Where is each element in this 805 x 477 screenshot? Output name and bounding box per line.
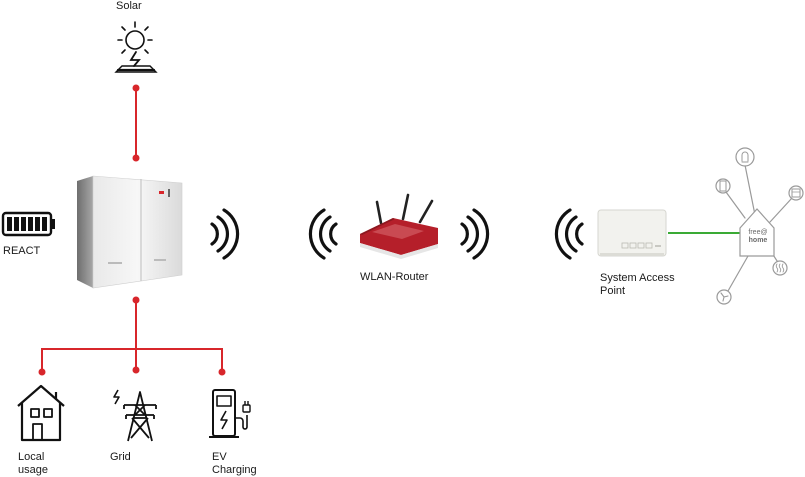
loads-bus-line xyxy=(41,348,223,372)
wifi-waves-router-right xyxy=(460,208,490,260)
power-pylon-icon xyxy=(113,389,157,442)
solar-icon xyxy=(114,21,158,73)
wlan-router-device xyxy=(360,193,438,259)
ev-charger-icon xyxy=(209,389,251,438)
node-ev xyxy=(218,368,226,376)
node-inverter-top xyxy=(132,154,140,162)
power-lines xyxy=(41,88,223,372)
local-usage-label: Local usage xyxy=(18,451,48,476)
node-grid xyxy=(132,366,140,374)
router-label: WLAN-Router xyxy=(360,271,429,283)
wifi-waves-router-left xyxy=(308,208,338,260)
node-local-usage xyxy=(38,368,46,376)
node-inverter-bottom xyxy=(132,296,140,304)
free-at-home-hub-icon xyxy=(715,147,804,305)
solar-label: Solar xyxy=(116,0,142,12)
house-icon xyxy=(17,384,65,442)
wifi-waves-sap xyxy=(554,208,584,260)
freeathome-logo-bottom: home xyxy=(748,237,768,244)
sap-label: System Access Point xyxy=(600,272,675,297)
system-access-point-device xyxy=(597,209,667,257)
ev-charging-label: EV Charging xyxy=(212,451,257,476)
freeathome-logo-top: free@ xyxy=(748,229,768,236)
freeathome-logo: free@ home xyxy=(744,229,772,245)
react-label: REACT xyxy=(3,245,41,257)
node-solar xyxy=(132,84,140,92)
inverter-device xyxy=(77,175,183,289)
wifi-waves-inverter xyxy=(210,208,240,260)
grid-label: Grid xyxy=(110,451,131,463)
line-nodes xyxy=(38,84,226,376)
battery-full-icon xyxy=(1,211,55,237)
